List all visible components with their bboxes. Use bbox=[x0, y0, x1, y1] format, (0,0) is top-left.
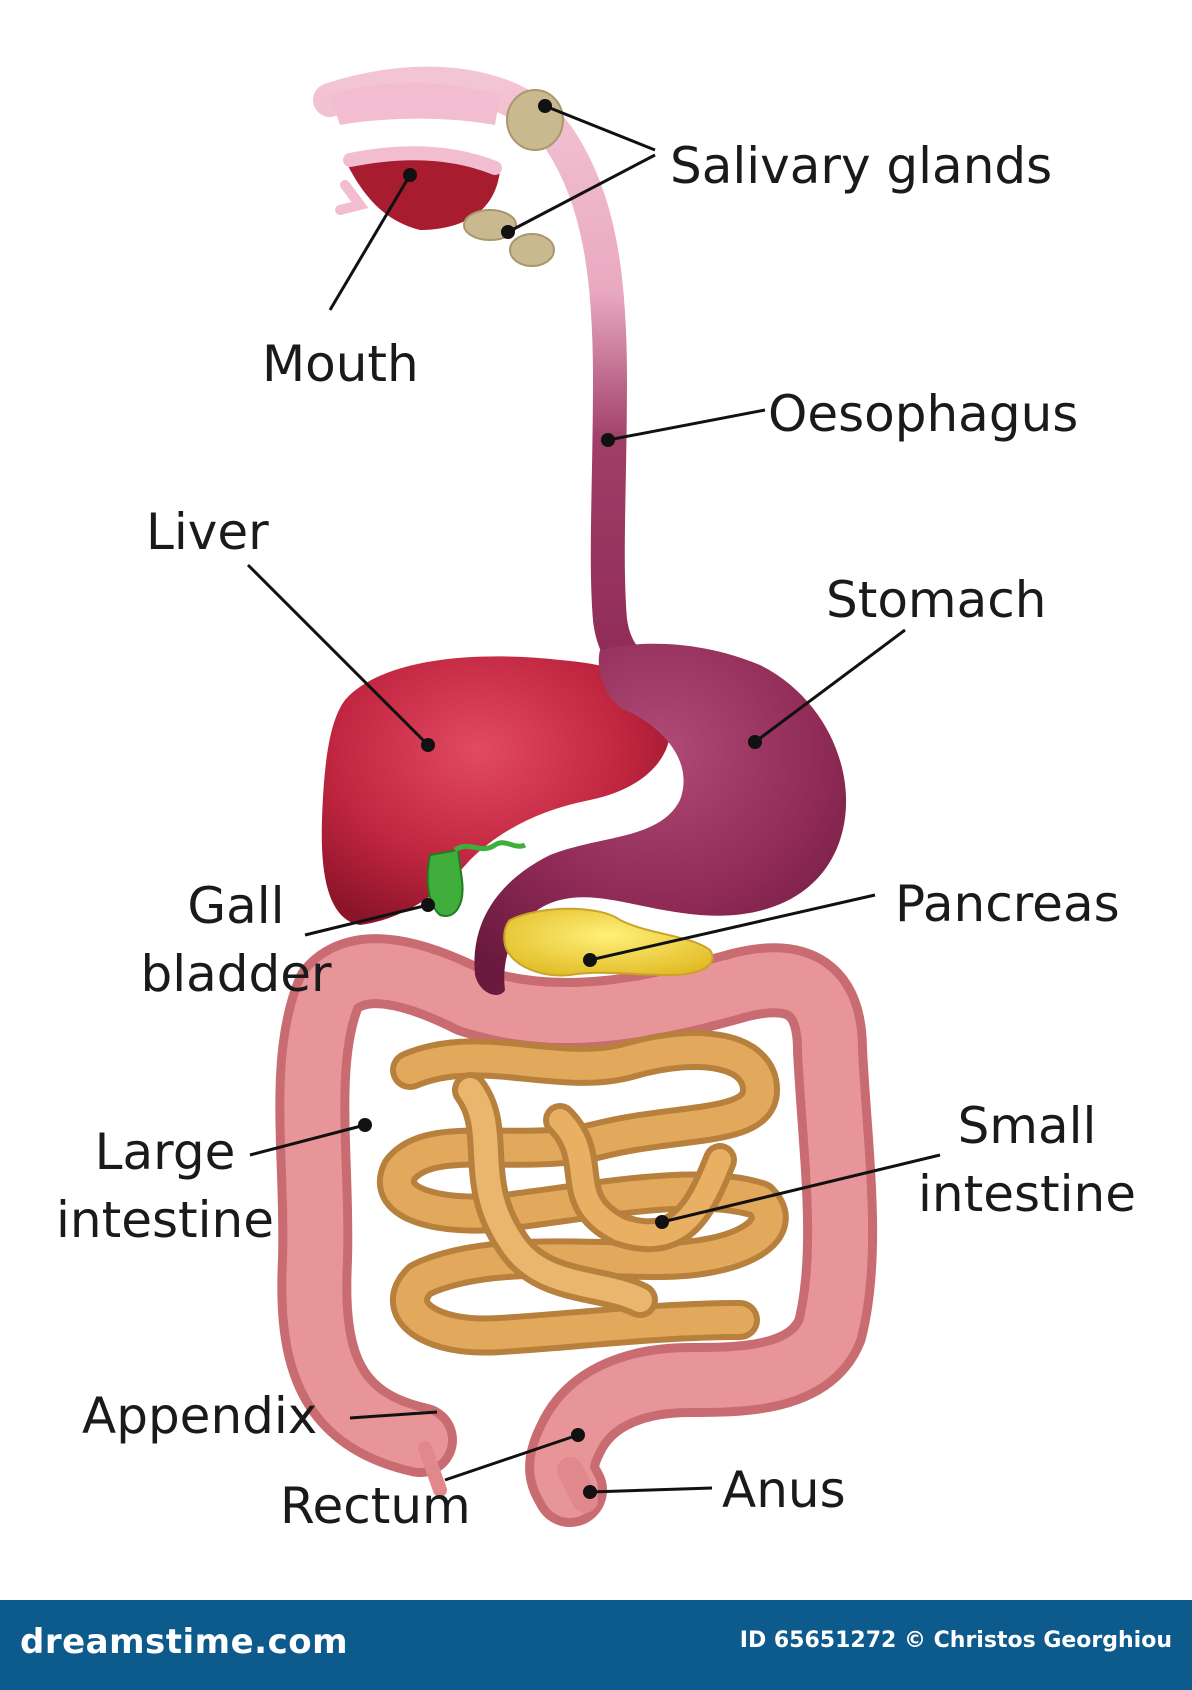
liver-shape bbox=[321, 656, 671, 925]
label-anus: Anus bbox=[722, 1461, 846, 1519]
leader-large-intestine bbox=[249, 1123, 366, 1157]
label-large-intestine-line2: intestine bbox=[56, 1191, 274, 1249]
label-mouth: Mouth bbox=[262, 335, 419, 393]
mouth-shape bbox=[330, 82, 502, 230]
leader-oesophagus bbox=[607, 408, 766, 442]
leader-dots bbox=[358, 99, 762, 1499]
leader-mouth bbox=[328, 174, 412, 311]
label-gall-bladder-line2: bladder bbox=[140, 945, 332, 1003]
leader-pancreas bbox=[589, 893, 876, 962]
digestive-system-diagram bbox=[246, 66, 941, 1527]
leader-liver bbox=[246, 563, 430, 747]
label-small-intestine: Small intestine bbox=[912, 1092, 1142, 1228]
label-stomach: Stomach bbox=[826, 571, 1047, 629]
label-rectum: Rectum bbox=[280, 1477, 471, 1535]
salivary-glands-shape bbox=[463, 89, 564, 267]
leader-salivary-bottom bbox=[507, 153, 656, 234]
label-small-intestine-line1: Small bbox=[957, 1097, 1097, 1155]
footer-bar: dreamstime.com ID 65651272 © Christos Ge… bbox=[0, 1600, 1192, 1690]
leader-rectum bbox=[444, 1433, 579, 1482]
brand-logo[interactable]: dreamstime.com bbox=[20, 1622, 349, 1662]
label-gall-bladder: Gall bladder bbox=[136, 872, 336, 1008]
label-salivary-glands: Salivary glands bbox=[670, 137, 1053, 195]
leader-appendix bbox=[349, 1410, 438, 1420]
oesophagus-shape bbox=[313, 66, 697, 697]
label-large-intestine: Large intestine bbox=[50, 1118, 280, 1254]
gall-bladder-shape bbox=[426, 840, 527, 917]
leader-lines bbox=[246, 104, 941, 1494]
label-gall-bladder-line1: Gall bbox=[187, 877, 285, 935]
leader-small-intestine bbox=[661, 1153, 941, 1224]
stomach-shape bbox=[474, 643, 847, 995]
label-liver: Liver bbox=[146, 503, 269, 561]
label-pancreas: Pancreas bbox=[895, 875, 1120, 933]
label-oesophagus: Oesophagus bbox=[768, 385, 1079, 443]
image-credit: ID 65651272 © Christos Georghiou bbox=[739, 1628, 1172, 1653]
leader-anus bbox=[589, 1486, 713, 1494]
label-large-intestine-line1: Large bbox=[94, 1123, 236, 1181]
small-intestine-shape bbox=[377, 1030, 789, 1356]
leader-salivary-top bbox=[544, 104, 656, 152]
label-small-intestine-line2: intestine bbox=[918, 1165, 1136, 1223]
large-intestine-shape bbox=[275, 934, 878, 1527]
leader-gall-bladder bbox=[304, 903, 429, 937]
label-appendix: Appendix bbox=[82, 1387, 318, 1445]
leader-stomach bbox=[754, 628, 906, 744]
pancreas-shape bbox=[503, 907, 714, 977]
